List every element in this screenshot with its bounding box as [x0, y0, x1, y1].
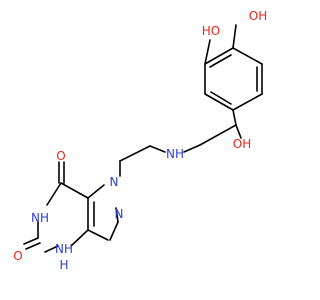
- carbonyl-oxygen-label: O: [13, 249, 22, 263]
- chemical-structure-diagram: HO OH OH NH N N NH H NH H O O: [13, 9, 267, 272]
- imidazole-ring: [87, 184, 119, 241]
- pyrimidine-ring: [37, 182, 89, 253]
- hydroxyl-label: HO: [202, 24, 220, 38]
- bond-nh-c1: [149, 145, 166, 153]
- catechol-ring: [204, 47, 263, 111]
- bond-ring-ch: [232, 109, 237, 126]
- bond-c2-o-double: [25, 242, 41, 250]
- bond-ch-oh: [235, 124, 242, 139]
- bond-c2-o: [23, 237, 39, 245]
- nitrogen-label: NH: [31, 211, 49, 225]
- amine-label: NH: [166, 147, 184, 161]
- bond-ch-ch2: [199, 124, 237, 146]
- bond-ch2-nh: [183, 144, 201, 153]
- nitrogen-label: N: [115, 207, 124, 221]
- bond-ring-oh: [232, 24, 237, 49]
- nitrogen-label: NH: [55, 242, 73, 256]
- hydrogen-label: H: [59, 258, 68, 272]
- nitrogen-label: N: [110, 175, 119, 189]
- hydroxyl-label: OH: [233, 137, 251, 151]
- bond-c1-c2: [119, 145, 151, 162]
- hydroxyl-label: OH: [249, 9, 267, 23]
- bond-ring-ho: [204, 39, 211, 65]
- carbonyl-oxygen-label: O: [56, 149, 65, 163]
